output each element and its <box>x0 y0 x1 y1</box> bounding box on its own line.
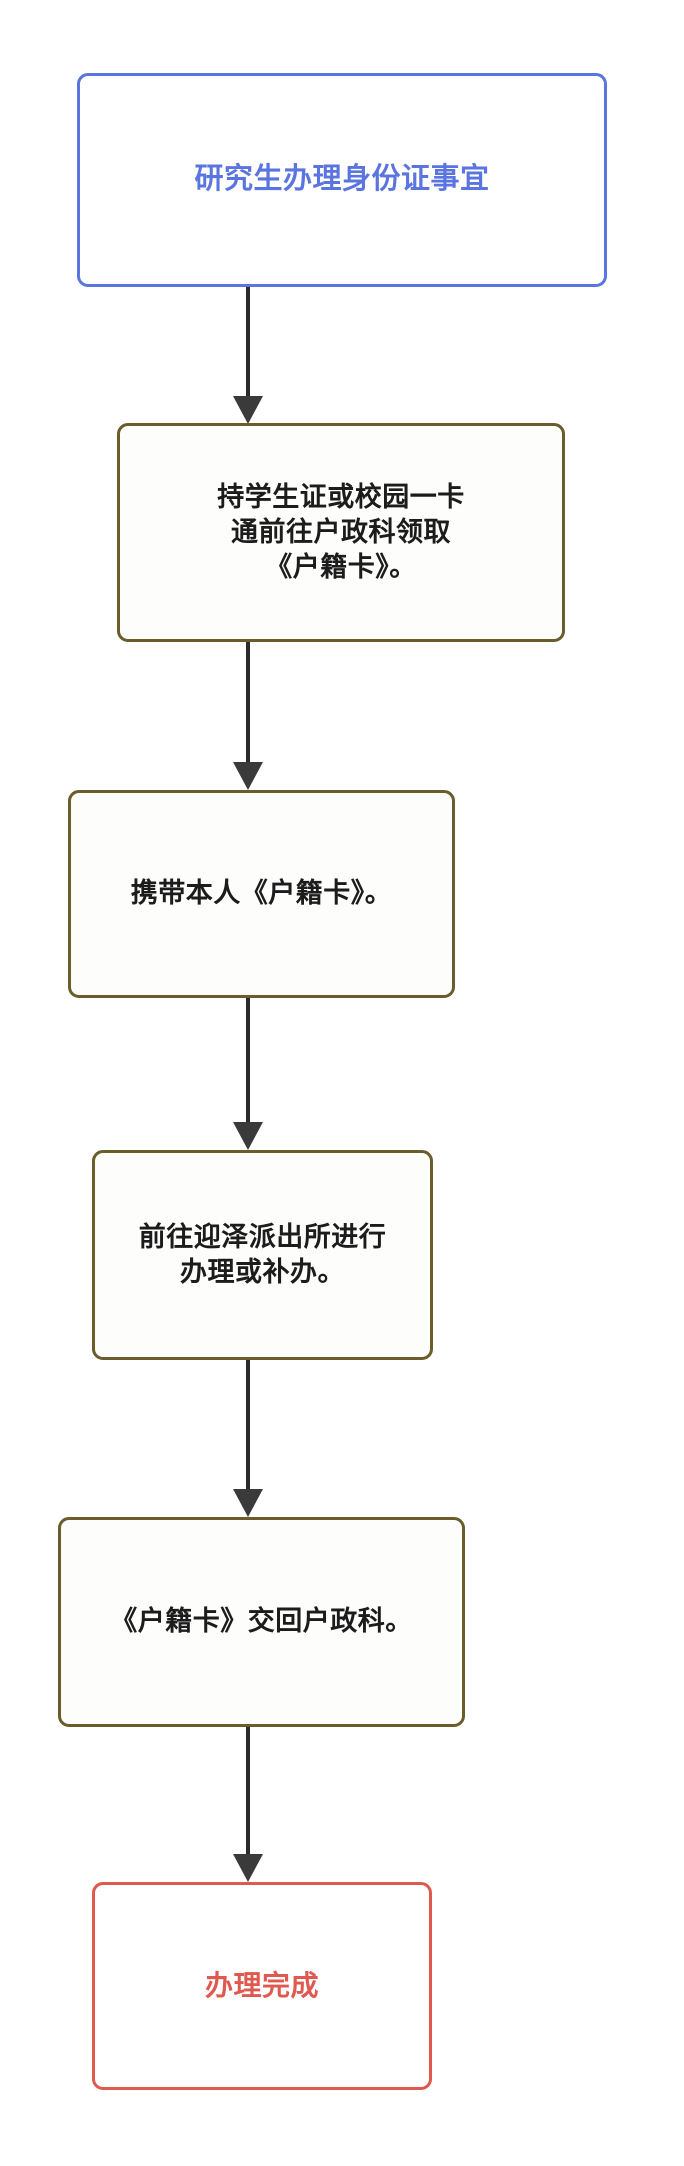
node-step4-label: 《户籍卡》交回户政科。 <box>110 1606 413 1637</box>
node-finish[interactable]: 办理完成 <box>92 1882 432 2090</box>
node-step3-label: 前往迎泽派出所进行 办理或补办。 <box>138 1221 387 1287</box>
node-step3[interactable]: 前往迎泽派出所进行 办理或补办。 <box>92 1150 433 1360</box>
node-start[interactable]: 研究生办理身份证事宜 <box>77 73 607 287</box>
node-step4[interactable]: 《户籍卡》交回户政科。 <box>58 1517 465 1727</box>
node-finish-label: 办理完成 <box>204 1969 319 2001</box>
node-step2-label: 携带本人《户籍卡》。 <box>130 878 393 909</box>
node-step1[interactable]: 持学生证或校园一卡 通前往户政科领取 《户籍卡》。 <box>117 423 565 642</box>
node-step1-label: 持学生证或校园一卡 通前往户政科领取 《户籍卡》。 <box>217 481 465 583</box>
node-start-label: 研究生办理身份证事宜 <box>194 163 490 196</box>
node-step2[interactable]: 携带本人《户籍卡》。 <box>68 790 455 998</box>
